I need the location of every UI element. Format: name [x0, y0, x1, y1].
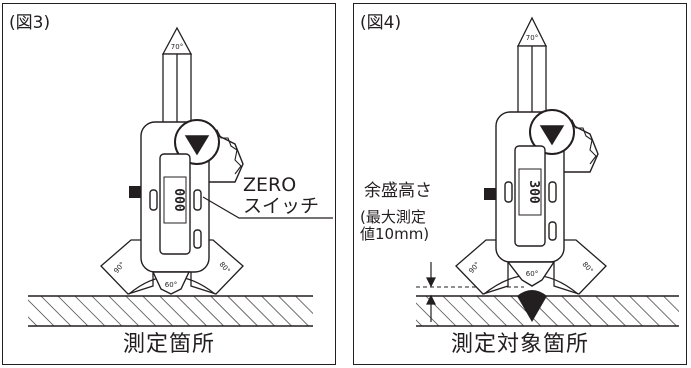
figure-3-title: (図3): [9, 13, 51, 33]
height-dimension-arrows: [426, 262, 436, 322]
figure-3-caption: 測定箇所: [122, 332, 215, 357]
figure-4-gauge-drawing: 300 70° 90° 60° 80°: [416, 16, 679, 327]
ground-surface: [416, 286, 679, 327]
display-readout: 000: [171, 188, 186, 212]
angle-label-top: 70°: [526, 34, 538, 42]
weld-height-label: 余盛高さ: [364, 181, 432, 201]
display-readout: 300: [526, 180, 541, 204]
angle-label-bottom: 60°: [526, 270, 538, 278]
angle-label-bottom: 60°: [165, 281, 177, 289]
ground-surface: [28, 295, 313, 327]
figure-3-gauge-drawing: 000 70° 90° 60° 80°: [28, 26, 333, 327]
gauge-body: [484, 109, 599, 287]
gauge-top-probe: [161, 26, 193, 133]
figure-4-caption: 測定対象箇所: [450, 332, 589, 357]
gauge-body: [129, 119, 244, 295]
zero-switch-leader: [202, 196, 333, 219]
figure-3-panel: (図3): [2, 3, 336, 365]
max-measure-note: (最大測定 値10mm): [360, 208, 430, 243]
angle-label-top: 70°: [171, 43, 183, 51]
figure-4-title: (図4): [360, 13, 402, 33]
gauge-top-probe: [516, 16, 548, 123]
weld-bead: [517, 290, 547, 322]
zero-switch-label: ZERO スイッチ: [243, 174, 320, 218]
figure-4-panel: (図4): [353, 3, 687, 365]
